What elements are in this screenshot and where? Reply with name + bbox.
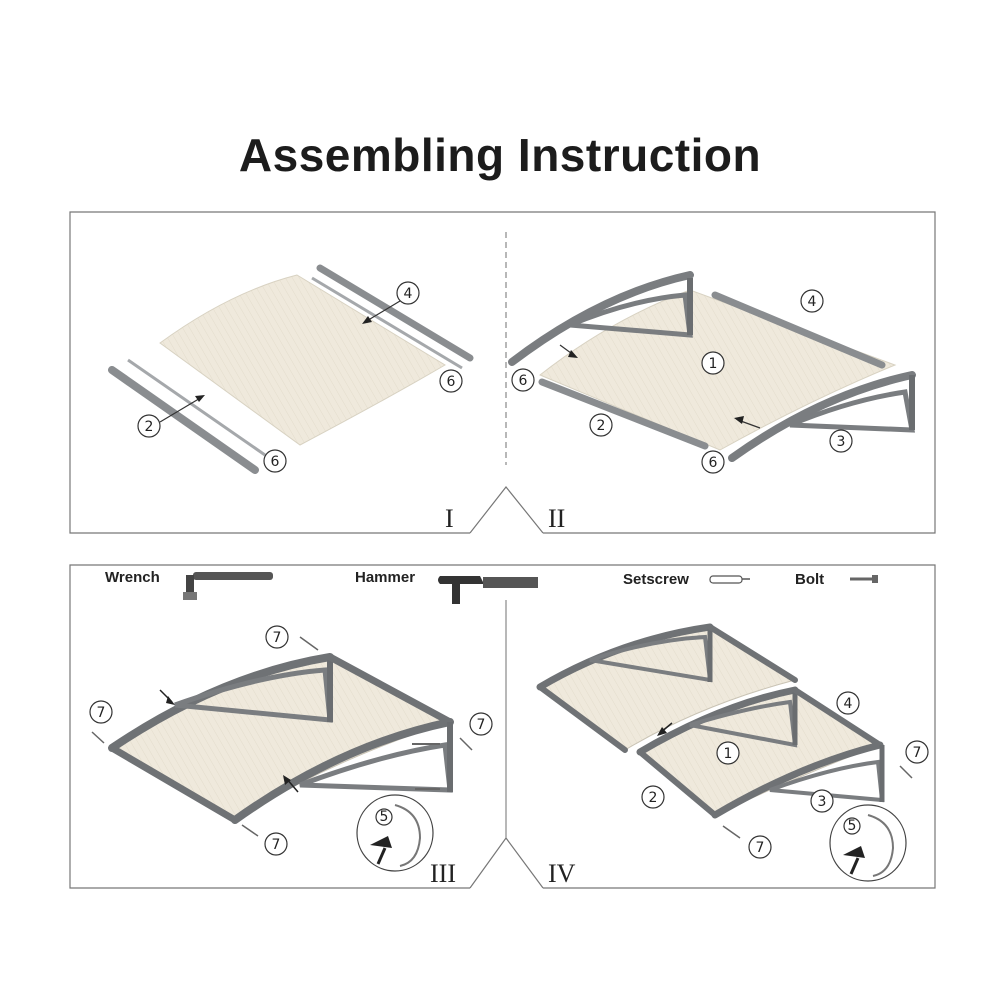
svg-text:6: 6 <box>447 374 456 390</box>
svg-text:4: 4 <box>808 294 817 310</box>
callout-1-step2: 1 <box>701 351 725 375</box>
callout-5-step3: 5 <box>375 808 393 826</box>
callout-7-step3-top: 7 <box>265 625 319 651</box>
svg-text:7: 7 <box>477 717 486 733</box>
callout-3-step2: 3 <box>829 429 853 453</box>
wrench-icon <box>183 572 273 600</box>
callout-7-step4-right: 7 <box>899 740 929 779</box>
polycarbonate-sheet <box>159 274 446 446</box>
left-bracket <box>508 271 694 366</box>
step-label-2: II <box>548 504 565 533</box>
bottom-panel-frame <box>69 564 936 889</box>
svg-text:5: 5 <box>848 818 857 834</box>
svg-text:5: 5 <box>380 809 389 825</box>
callout-7-step3-left: 7 <box>89 700 113 744</box>
callout-5-step4: 5 <box>843 817 861 835</box>
step-label-3: III <box>430 859 456 888</box>
bottom-profile <box>108 744 239 824</box>
svg-text:6: 6 <box>519 373 528 389</box>
svg-text:4: 4 <box>404 286 413 302</box>
callout-3-step4: 3 <box>810 789 834 813</box>
svg-text:6: 6 <box>709 455 718 471</box>
svg-text:3: 3 <box>818 794 827 810</box>
detail-inset <box>356 794 434 872</box>
svg-text:2: 2 <box>649 790 658 806</box>
callout-4-step4: 4 <box>836 691 860 715</box>
svg-text:1: 1 <box>724 746 733 762</box>
hammer-label: Hammer <box>355 569 415 586</box>
svg-text:4: 4 <box>844 696 853 712</box>
callout-4-step1: 4 <box>396 281 420 305</box>
svg-text:7: 7 <box>913 745 922 761</box>
callout-6-step2-b: 6 <box>701 450 725 474</box>
svg-text:3: 3 <box>837 434 846 450</box>
svg-text:7: 7 <box>272 837 281 853</box>
wrench-label: Wrench <box>105 569 160 586</box>
callout-6-step1-a: 6 <box>439 369 463 393</box>
bolt-icon <box>850 575 878 583</box>
svg-text:6: 6 <box>271 454 280 470</box>
svg-text:2: 2 <box>597 418 606 434</box>
bolt-label: Bolt <box>795 571 824 588</box>
step-3-illustration <box>108 653 454 872</box>
top-panel-frame <box>69 211 936 534</box>
callout-2-step1: 2 <box>137 414 161 438</box>
callout-2-step2: 2 <box>589 413 613 437</box>
top-profile-4 <box>316 264 474 362</box>
setscrew-icon <box>709 575 750 584</box>
top-profile <box>326 653 454 726</box>
hammer-icon <box>438 576 538 604</box>
setscrew-label: Setscrew <box>623 571 689 588</box>
step-label-4: IV <box>548 859 576 888</box>
bottom-profile-2 <box>108 366 259 474</box>
callout-2-step4: 2 <box>641 785 665 809</box>
svg-text:1: 1 <box>709 356 718 372</box>
callout-1-step4: 1 <box>716 741 740 765</box>
svg-text:7: 7 <box>273 630 282 646</box>
svg-text:2: 2 <box>145 419 154 435</box>
top-profile-4 <box>711 291 886 369</box>
right-bracket <box>728 371 916 462</box>
callout-7-step4-bottom: 7 <box>722 825 772 859</box>
right-bracket <box>231 718 454 824</box>
detail-inset <box>829 804 907 882</box>
svg-text:7: 7 <box>756 840 765 856</box>
step-label-1: I <box>445 504 454 533</box>
svg-text:7: 7 <box>97 705 106 721</box>
callout-6-step2-a: 6 <box>511 368 535 392</box>
page-title: Assembling Instruction <box>238 129 762 181</box>
callout-7-step3-right: 7 <box>459 712 493 751</box>
callout-6-step1-b: 6 <box>263 449 287 473</box>
step-4-illustration <box>536 623 907 882</box>
callout-4-step2: 4 <box>800 289 824 313</box>
callout-7-step3-bottom: 7 <box>241 824 288 856</box>
bottom-profile-2 <box>538 378 709 450</box>
step-1-illustration <box>108 264 474 474</box>
